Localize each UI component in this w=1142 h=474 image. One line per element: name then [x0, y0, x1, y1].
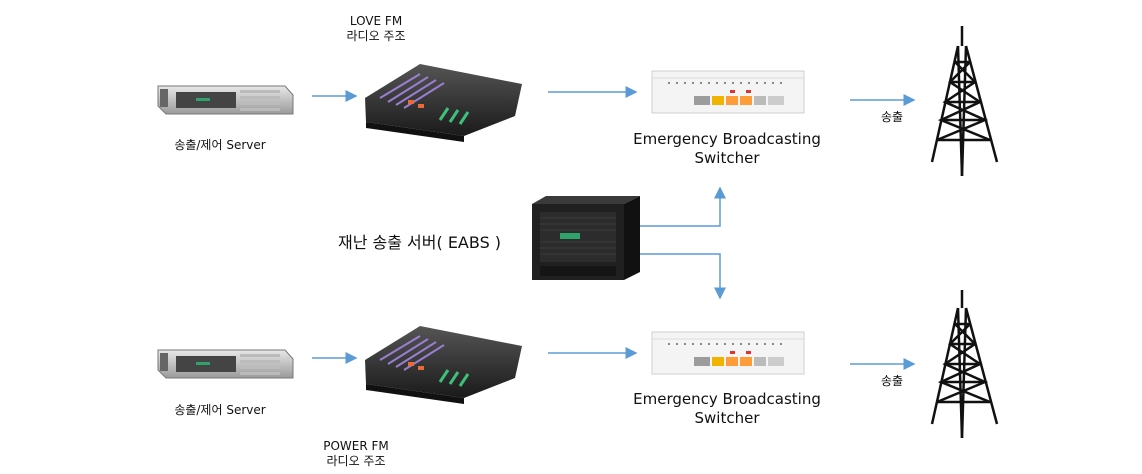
rack-server-top: [157, 85, 294, 115]
tower-label-top: 송출: [880, 110, 904, 124]
console-subtitle-bottom: 라디오 주조: [326, 454, 386, 468]
console-subtitle-top: 라디오 주조: [346, 29, 406, 43]
mixing-console-bottom: [365, 326, 522, 404]
transmission-tower-top: [930, 26, 999, 177]
server-label-top: 송출/제어 Server: [174, 138, 266, 152]
console-title-top: LOVE FM: [349, 14, 403, 28]
switcher-line1-bottom: Emergency Broadcasting: [633, 390, 821, 408]
transmission-tower-bottom: [930, 290, 999, 439]
tower-label-bottom: 송출: [880, 374, 904, 388]
switcher-device-top: [651, 70, 805, 114]
switcher-line2-bottom: Switcher: [694, 408, 760, 427]
console-label-bottom: POWER FM 라디오 주조: [300, 439, 412, 469]
eabs-server-device: [532, 196, 640, 280]
eabs-label: 재난 송출 서버( EABS ): [338, 233, 502, 252]
mixing-console-top: [365, 64, 522, 142]
rack-server-bottom: [157, 349, 294, 379]
console-title-bottom: POWER FM: [323, 439, 389, 453]
switcher-label-top: Emergency Broadcasting Switcher: [612, 130, 842, 168]
switcher-label-bottom: Emergency Broadcasting Switcher: [612, 390, 842, 428]
arrow-eabs-to-switcher-top: [640, 186, 726, 227]
switcher-device-bottom: [651, 331, 805, 375]
arrow-eabs-to-switcher-bottom: [640, 253, 726, 300]
switcher-line1-top: Emergency Broadcasting: [633, 130, 821, 148]
switcher-line2-top: Switcher: [694, 148, 760, 167]
console-label-top: LOVE FM 라디오 주조: [320, 14, 432, 44]
server-label-bottom: 송출/제어 Server: [174, 403, 266, 417]
